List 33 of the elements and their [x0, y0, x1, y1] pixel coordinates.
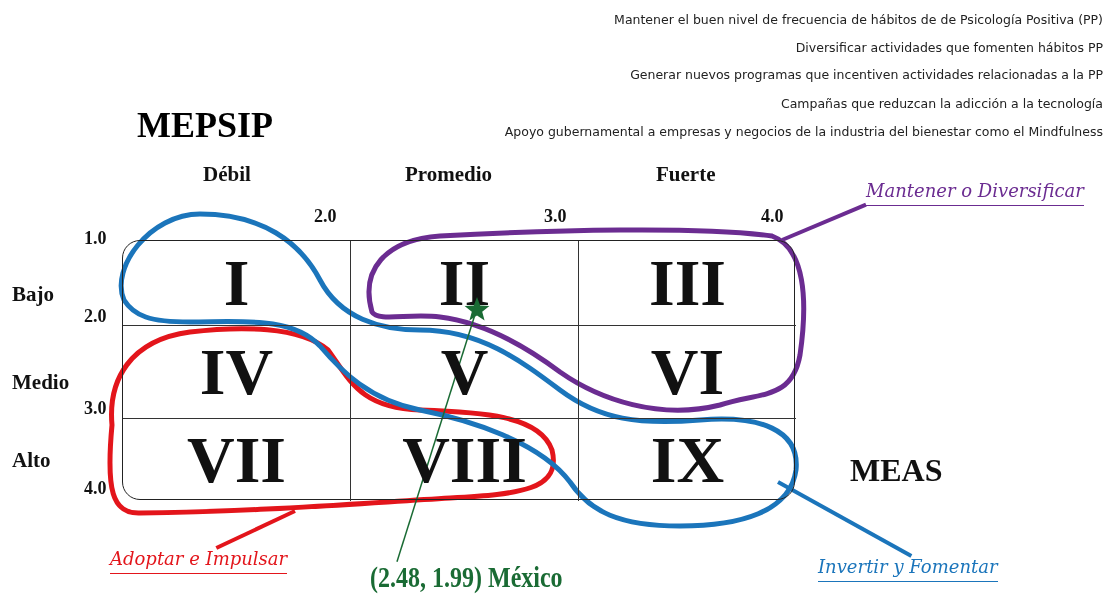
freehand-loop: [366, 227, 807, 413]
tick-label: 2.0: [314, 206, 337, 227]
row-header: Bajo: [12, 282, 54, 307]
tick-label: 4.0: [84, 478, 107, 499]
tick-label: 1.0: [84, 228, 107, 249]
category-label: Mantener o Diversificar: [866, 180, 1084, 206]
row-header: Alto: [12, 448, 51, 473]
freehand-loop: [118, 211, 799, 529]
matrix-cell: IX: [579, 419, 796, 501]
leader-line: [781, 202, 867, 242]
tick-label: 4.0: [761, 206, 784, 227]
column-header: Débil: [203, 162, 251, 187]
note-text: Mantener el buen nivel de frecuencia de hábitos de de Psicología Positiva (PP): [614, 12, 1103, 27]
note-text: Apoyo gubernamental a empresas y negocios de la industria del bienestar como el Mindfulness: [504, 124, 1103, 139]
matrix-cell: VI: [579, 326, 796, 419]
row-header: Medio: [12, 370, 70, 395]
freehand-loop: [107, 326, 556, 516]
column-header: Fuerte: [656, 162, 716, 187]
category-label: Invertir y Fomentar: [818, 556, 998, 582]
category-label: (2.48, 1.99) México: [370, 560, 563, 594]
axis-label: MEAS: [850, 452, 943, 489]
note-text: Generar nuevos programas que incentiven actividades relacionadas a la PP: [630, 67, 1103, 82]
note-text: Campañas que reduzcan la adicción a la tecnología: [780, 96, 1103, 111]
leader-line: [215, 509, 296, 550]
tick-label: 3.0: [84, 398, 107, 419]
category-label: Adoptar e Impulsar: [110, 548, 288, 574]
column-header: Promedio: [405, 162, 493, 187]
matrix-cell: II: [351, 241, 579, 326]
leader-line: [777, 480, 913, 558]
note-text: Diversificar actividades que fomenten hábitos PP: [795, 40, 1103, 55]
diagram-title: MEPSIP: [137, 104, 273, 146]
tick-label: 2.0: [84, 306, 107, 327]
tick-label: 3.0: [544, 206, 567, 227]
